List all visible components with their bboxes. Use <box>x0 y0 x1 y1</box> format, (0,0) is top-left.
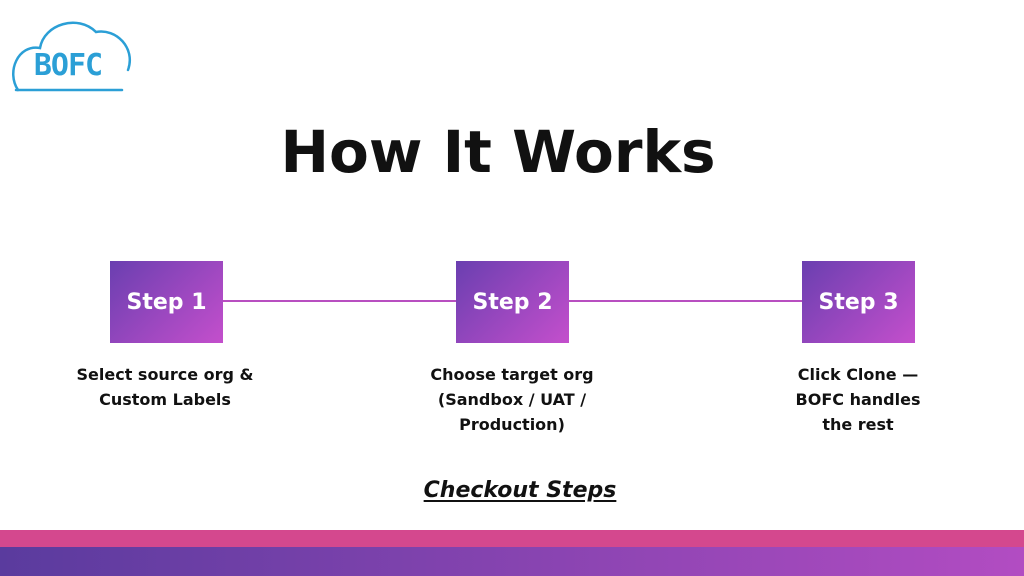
connector-line-1 <box>222 300 456 302</box>
step-2-box: Step 2 <box>456 261 569 343</box>
connector-line-2 <box>568 300 802 302</box>
checkout-steps-link[interactable]: Checkout Steps <box>423 478 617 503</box>
step-2-description: Choose target org (Sandbox / UAT / Produ… <box>430 365 594 434</box>
page-title: How It Works <box>280 118 716 186</box>
footer-band-pink <box>0 530 1024 547</box>
step-3-description: Click Clone — BOFC handles the rest <box>795 365 921 434</box>
logo-text: BOFC <box>33 48 103 83</box>
step-1-description: Select source org & Custom Labels <box>76 365 254 409</box>
step-1-box: Step 1 <box>110 261 223 343</box>
footer-band-purple <box>0 547 1024 576</box>
step-3-box: Step 3 <box>802 261 915 343</box>
cloud-icon <box>12 21 131 92</box>
bofc-logo: BOFC <box>12 14 132 92</box>
